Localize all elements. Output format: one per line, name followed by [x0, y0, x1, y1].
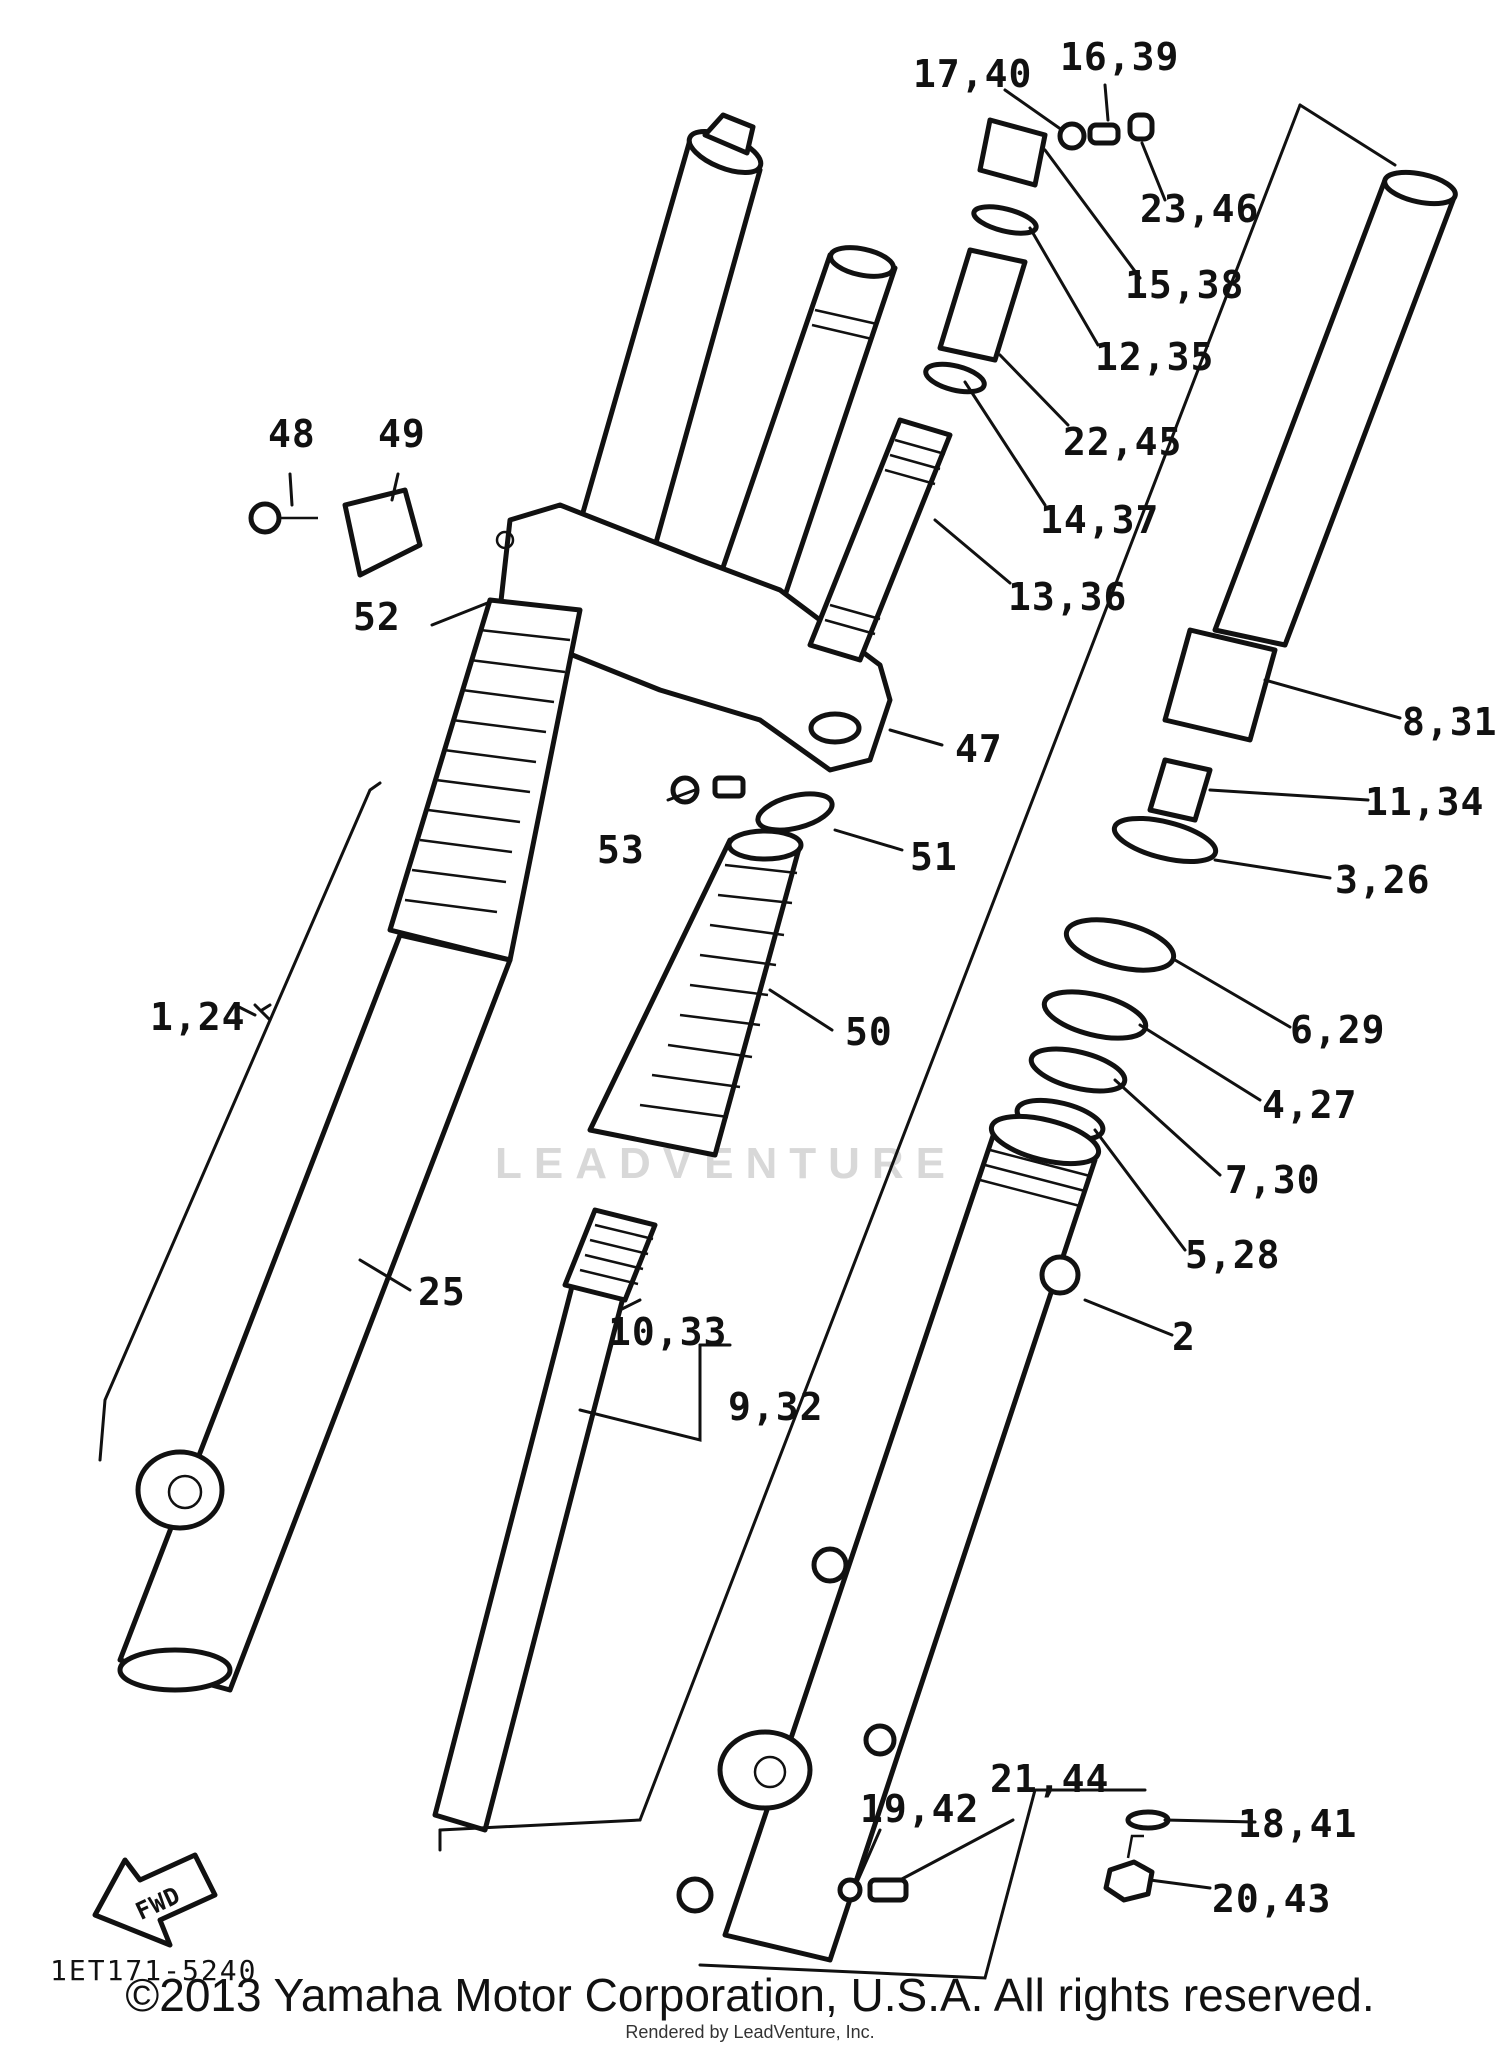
- cap-bolt-assembly: [923, 112, 1155, 395]
- left-inner-tube: [562, 112, 764, 603]
- assembly-lines: [98, 103, 1397, 1980]
- callout-52: 52: [353, 595, 401, 639]
- callout-13-36: 13,36: [1008, 575, 1127, 619]
- callout-20-43: 20,43: [1212, 1877, 1331, 1921]
- callout-15-38: 15,38: [1125, 263, 1244, 307]
- callout-21-44: 21,44: [990, 1757, 1109, 1801]
- right-bushings-seals: [1014, 627, 1278, 1143]
- callout-18-41: 18,41: [1238, 1802, 1357, 1846]
- callout-49: 49: [378, 412, 426, 456]
- callout-8-31: 8,31: [1402, 700, 1498, 744]
- rendered-by-notice: Rendered by LeadVenture, Inc.: [625, 2022, 875, 2042]
- callout-9-32: 9,32: [728, 1385, 824, 1429]
- callout-1-24: 1,24: [150, 995, 246, 1039]
- callout-7-30: 7,30: [1225, 1158, 1321, 1202]
- diagram-code: 1ET171-5240: [50, 1954, 257, 1987]
- callout-53: 53: [597, 828, 645, 872]
- bracket-bolts: [248, 487, 835, 833]
- callout-48: 48: [268, 412, 316, 456]
- callout-19-42: 19,42: [860, 1787, 979, 1831]
- callout-25: 25: [418, 1270, 466, 1314]
- callout-10-33: 10,33: [608, 1310, 727, 1354]
- callout-4-27: 4,27: [1262, 1083, 1358, 1127]
- callout-6-29: 6,29: [1290, 1008, 1386, 1052]
- callout-3-26: 3,26: [1335, 858, 1431, 902]
- callout-47: 47: [955, 727, 1003, 771]
- drain-bolt-parts: [837, 1809, 1171, 1903]
- right-outer-tube: [676, 1113, 1102, 1963]
- fork-spring: [807, 417, 953, 663]
- center-fork-boot: [587, 828, 804, 1158]
- leader-lines: [233, 83, 1402, 1890]
- watermark: LEADVENTURE: [495, 1139, 957, 1188]
- damper-rod: [432, 1207, 658, 1833]
- callout-2: 2: [1172, 1315, 1196, 1359]
- left-fork-boot: [387, 597, 583, 963]
- callout-5-28: 5,28: [1185, 1233, 1281, 1277]
- center-inner-tube: [702, 245, 898, 643]
- callout-23-46: 23,46: [1140, 187, 1259, 231]
- fwd-arrow-icon: FWD: [92, 1852, 218, 1948]
- copyright-notice: ©2013 Yamaha Motor Corporation, U.S.A. A…: [125, 1969, 1375, 2021]
- callout-51: 51: [910, 835, 958, 879]
- right-inner-tube: [1212, 169, 1458, 648]
- callout-22-45: 22,45: [1063, 420, 1182, 464]
- callout-17-40: 17,40: [913, 52, 1032, 96]
- callout-12-35: 12,35: [1095, 335, 1214, 379]
- left-outer-tube: [117, 932, 513, 1693]
- callout-11-34: 11,34: [1365, 780, 1484, 824]
- callout-14-37: 14,37: [1040, 498, 1159, 542]
- callout-labels: 17,40 16,39 23,46 15,38 12,35 22,45 14,3…: [150, 35, 1498, 1921]
- callout-16-39: 16,39: [1060, 35, 1179, 79]
- callout-50: 50: [845, 1010, 893, 1054]
